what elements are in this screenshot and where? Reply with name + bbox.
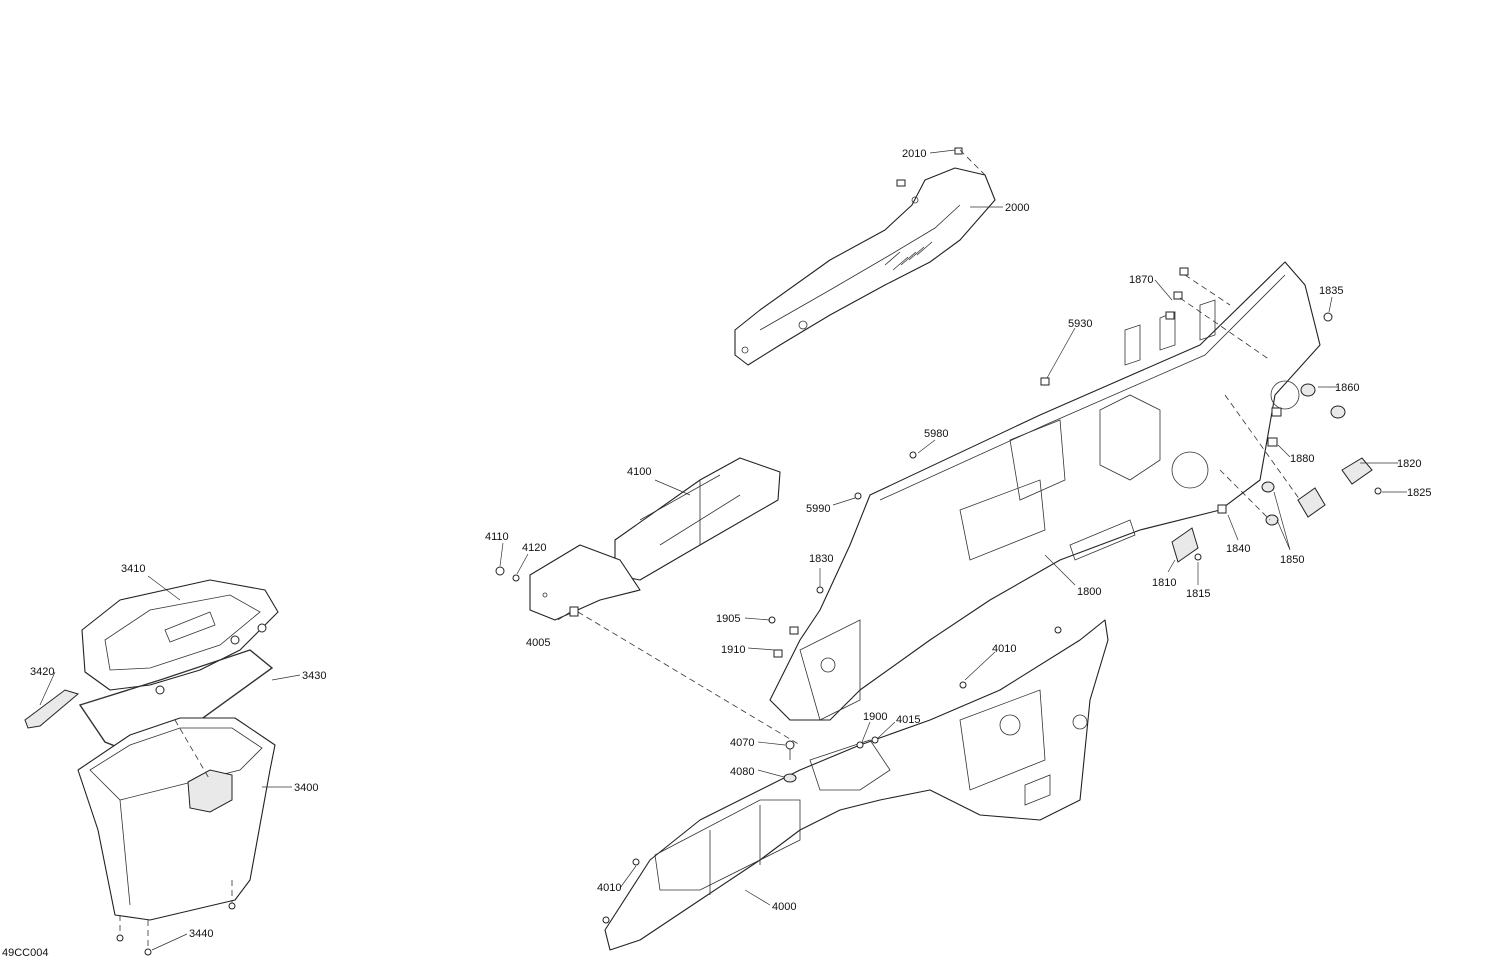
fastener-1830[interactable] [816,586,824,594]
callout-1880: 1880 [1290,453,1314,465]
part-3410-box-lid[interactable] [81,579,279,695]
callout-4080: 4080 [730,766,754,778]
callout-4015: 4015 [896,714,920,726]
callout-4120: 4120 [522,542,546,554]
fastener-2010[interactable] [896,147,963,187]
part-4100-upper-tray[interactable] [529,457,781,621]
callout-1835: 1835 [1319,285,1343,297]
callout-4005: 4005 [526,637,550,649]
clip-4005[interactable] [569,606,579,617]
part-2000-upper-bracket[interactable] [734,167,996,366]
callout-3400: 3400 [294,782,318,794]
callout-1900: 1900 [863,711,887,723]
callout-1820: 1820 [1397,458,1421,470]
figure-id: 49CC004 [2,947,48,959]
callout-3410: 3410 [121,563,145,575]
fastener-4010-upper[interactable] [959,626,1062,689]
callout-1910: 1910 [721,644,745,656]
fastener-1870[interactable] [1165,267,1189,320]
callout-1905: 1905 [716,613,740,625]
callout-4070: 4070 [730,737,754,749]
fastener-4010-lower[interactable] [602,858,640,924]
clip-1880[interactable] [1267,407,1282,447]
fastener-4015[interactable] [871,736,879,744]
callout-2000: 2000 [1005,202,1029,214]
callout-3430: 3430 [302,670,326,682]
fastener-1840[interactable] [1217,504,1227,514]
callout-5930: 5930 [1068,318,1092,330]
fastener-5930[interactable] [1040,377,1050,386]
part-4000-lower-rail[interactable] [604,619,1109,951]
callout-1860: 1860 [1335,382,1359,394]
part-3400-box-body[interactable] [77,717,276,921]
fastener-1900[interactable] [856,741,864,749]
callout-1850: 1850 [1280,554,1304,566]
fastener-1910[interactable] [773,626,799,658]
callout-2010: 2010 [902,148,926,160]
callout-1870: 1870 [1129,274,1153,286]
callout-1825: 1825 [1407,487,1431,499]
callout-3440: 3440 [189,928,213,940]
fastener-1835[interactable] [1323,312,1333,322]
callout-1840: 1840 [1226,543,1250,555]
part-1800-main-panel[interactable] [769,261,1321,721]
callout-4000: 4000 [772,901,796,913]
callout-1810: 1810 [1152,577,1176,589]
callout-1815: 1815 [1186,588,1210,600]
leader-lines [39,149,1407,951]
fastener-3440[interactable] [116,902,236,956]
grommet-1860[interactable] [1300,383,1346,419]
washer-4080[interactable] [783,773,797,783]
callout-1830: 1830 [809,553,833,565]
callout-5990: 5990 [806,503,830,515]
grommet-1850[interactable] [1261,481,1279,526]
part-3430-seal[interactable] [78,649,274,761]
fastener-4110[interactable] [495,566,505,576]
assembly-lines [119,149,1301,948]
callout-4010-lower: 4010 [597,882,621,894]
callout-4110: 4110 [485,531,509,543]
callout-1800: 1800 [1077,586,1101,598]
callout-5980: 5980 [924,428,948,440]
callout-labels: 2010 2000 1870 1835 5930 1860 5980 1880 … [2,148,1431,959]
screw-1825[interactable] [1374,487,1382,495]
fastener-5980[interactable] [909,451,917,459]
callout-4100: 4100 [627,466,651,478]
callout-3420: 3420 [30,666,54,678]
bolt-4070[interactable] [785,740,795,760]
fastener-5990[interactable] [854,492,862,500]
part-3420-latch[interactable] [24,689,80,729]
fastener-4120[interactable] [512,574,520,582]
switch-1810[interactable] [1171,527,1199,563]
switch-1820[interactable] [1297,457,1373,518]
screw-1815[interactable] [1194,553,1202,561]
callout-4010-upper: 4010 [992,643,1016,655]
